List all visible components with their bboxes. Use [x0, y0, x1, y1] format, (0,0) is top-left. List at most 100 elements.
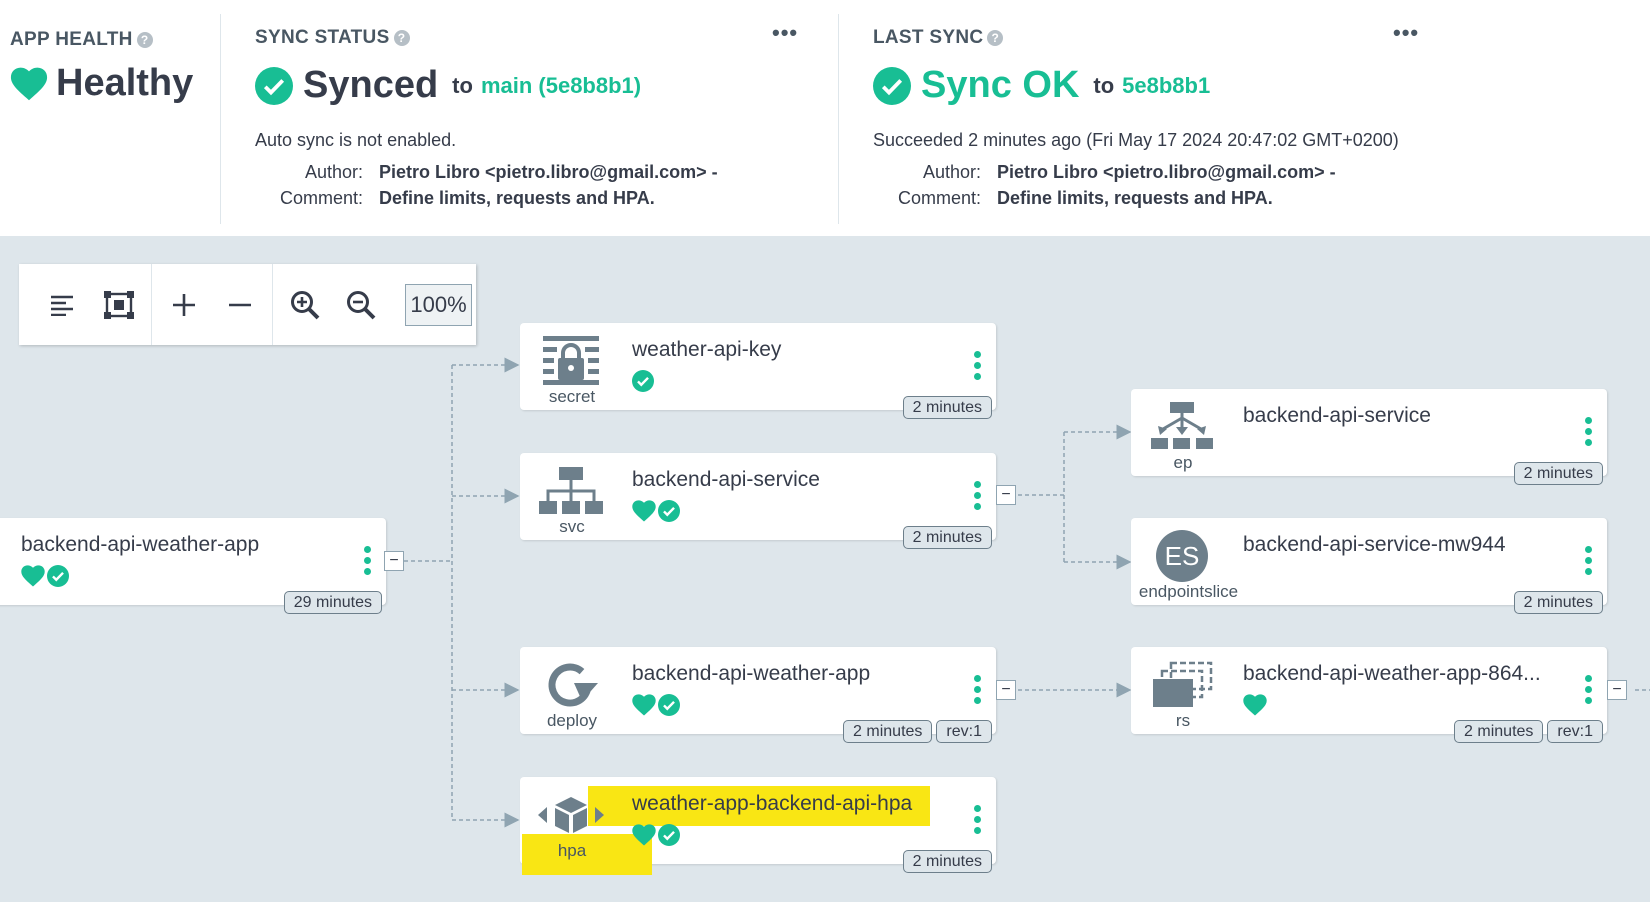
comment-value: Define limits, requests and HPA. [379, 188, 655, 208]
age-tag: 2 minutes [902, 526, 992, 549]
app-health-status: Healthy [56, 62, 194, 104]
node-menu-icon[interactable] [1585, 675, 1593, 708]
node-menu-icon[interactable] [364, 546, 372, 579]
node-menu-icon[interactable] [1585, 546, 1593, 579]
author-value: Pietro Libro <pietro.libro@gmail.com> - [997, 162, 1336, 182]
resource-kind: deploy [546, 711, 598, 730]
collapse-toggle[interactable]: − [996, 485, 1016, 505]
node-menu-icon[interactable] [974, 481, 982, 514]
divider [220, 14, 221, 224]
resource-kind: ep [1173, 453, 1193, 472]
zoom-in-button[interactable] [277, 277, 333, 333]
app-health-title: APP HEALTH [10, 29, 133, 50]
graph-toolbar: 100% [19, 264, 476, 345]
list-icon [51, 295, 73, 316]
resource-node-ep[interactable]: ep backend-api-service 2 minutes [1131, 389, 1607, 485]
age-tag: 2 minutes [902, 396, 992, 419]
toolbar-separator [151, 264, 152, 345]
zoom-in-icon [291, 290, 320, 319]
resource-node-svc[interactable]: svc backend-api-service 2 minutes [520, 453, 996, 549]
app-health-panel: APP HEALTH? Healthy [0, 0, 220, 237]
status-header: APP HEALTH? Healthy SYNC STATUS? ••• Syn… [0, 0, 1650, 237]
comment-value: Define limits, requests and HPA. [997, 188, 1273, 208]
more-menu-icon[interactable]: ••• [772, 20, 799, 45]
check-circle-icon [873, 66, 911, 105]
sync-status-panel: SYNC STATUS? ••• Synced to main (5e8b8b1… [220, 0, 838, 237]
resource-tree[interactable]: 100% backend-api-weather-app 29 minutes … [0, 237, 1650, 902]
zoom-out-icon [347, 290, 376, 319]
resource-kind: hpa [557, 841, 587, 860]
auto-sync-text: Auto sync is not enabled. [255, 130, 457, 150]
help-icon[interactable]: ? [987, 30, 1004, 46]
last-sync-panel: LAST SYNC? ••• Sync OK to 5e8b8b1 Succee… [838, 0, 1650, 237]
network-tree-icon [539, 467, 603, 514]
check-circle-icon [658, 694, 680, 716]
resource-node-rs[interactable]: rs backend-api-weather-app-864... 2 minu… [1131, 647, 1607, 743]
lock-icon [543, 336, 599, 385]
last-sync-value: Sync OK [921, 64, 1080, 106]
collapse-toggle[interactable]: − [384, 551, 404, 571]
minus-icon [229, 303, 251, 306]
comment-label: Comment: [279, 188, 363, 208]
last-sync-to-label: to [1093, 72, 1115, 98]
comment-label: Comment: [897, 188, 981, 208]
heart-icon [632, 824, 656, 846]
expand-all-button[interactable] [156, 277, 212, 333]
resource-kind: secret [548, 387, 596, 406]
more-menu-icon[interactable]: ••• [1393, 20, 1420, 45]
node-menu-icon[interactable] [974, 805, 982, 838]
node-name: weather-api-key [632, 338, 782, 361]
list-view-button[interactable] [35, 277, 91, 333]
age-tag: 2 minutes [1454, 720, 1544, 743]
app-node[interactable]: backend-api-weather-app 29 minutes [0, 518, 386, 614]
node-status [632, 694, 680, 716]
help-icon[interactable]: ? [393, 30, 410, 46]
node-status [632, 370, 654, 392]
heart-icon [1243, 694, 1267, 716]
tree-edges [404, 357, 1650, 828]
endpoints-icon [1151, 402, 1213, 449]
resource-kind: svc [559, 517, 585, 536]
check-circle-icon [632, 370, 654, 392]
node-menu-icon[interactable] [1585, 417, 1593, 450]
age-tag: 2 minutes [902, 850, 992, 873]
zoom-level-display: 100% [405, 283, 472, 326]
collapse-toggle[interactable]: − [1607, 680, 1627, 700]
check-circle-icon [658, 824, 680, 846]
sync-status-title: SYNC STATUS [255, 27, 390, 48]
heart-icon [632, 694, 656, 716]
endpointslice-icon: ES [1156, 530, 1208, 582]
heart-icon [632, 500, 656, 522]
last-sync-revision-link[interactable]: 5e8b8b1 [1122, 72, 1211, 98]
age-tag: 29 minutes [283, 591, 382, 614]
zoom-out-button[interactable] [333, 277, 389, 333]
node-name: backend-api-weather-app [21, 533, 260, 556]
help-icon[interactable]: ? [136, 32, 153, 48]
node-menu-icon[interactable] [974, 675, 982, 708]
age-tag: 2 minutes [1513, 591, 1603, 614]
sync-revision-link[interactable]: main (5e8b8b1) [480, 72, 642, 98]
node-name: weather-app-backend-api-hpa [632, 792, 913, 815]
node-menu-icon[interactable] [974, 351, 982, 384]
resource-node-hpa[interactable]: hpa weather-app-backend-api-hpa 2 minute… [520, 777, 996, 875]
endpointslice-icon-text: ES [1164, 540, 1200, 571]
collapse-all-button[interactable] [212, 277, 268, 333]
sync-status-value: Synced [303, 64, 439, 106]
heart-icon [10, 67, 48, 100]
plus-icon [173, 293, 195, 316]
collapse-toggle[interactable]: − [996, 680, 1016, 700]
resource-kind: endpointslice [1138, 582, 1239, 601]
node-status [632, 500, 680, 522]
fit-view-button[interactable] [91, 277, 147, 333]
resource-node-secret[interactable]: secret weather-api-key 2 minutes [520, 323, 996, 419]
heart-icon [21, 565, 45, 587]
node-name: backend-api-service [632, 468, 820, 491]
node-status [21, 565, 69, 587]
node-status [632, 824, 680, 846]
node-name: backend-api-service-mw944 [1243, 533, 1506, 556]
divider [838, 14, 839, 224]
node-name: backend-api-weather-app [632, 662, 871, 685]
age-tag: 2 minutes [1513, 462, 1603, 485]
resource-node-endpointslice[interactable]: ES endpointslice backend-api-service-mw9… [1131, 518, 1607, 614]
resource-node-deploy[interactable]: deploy backend-api-weather-app 2 minutes… [520, 647, 996, 743]
